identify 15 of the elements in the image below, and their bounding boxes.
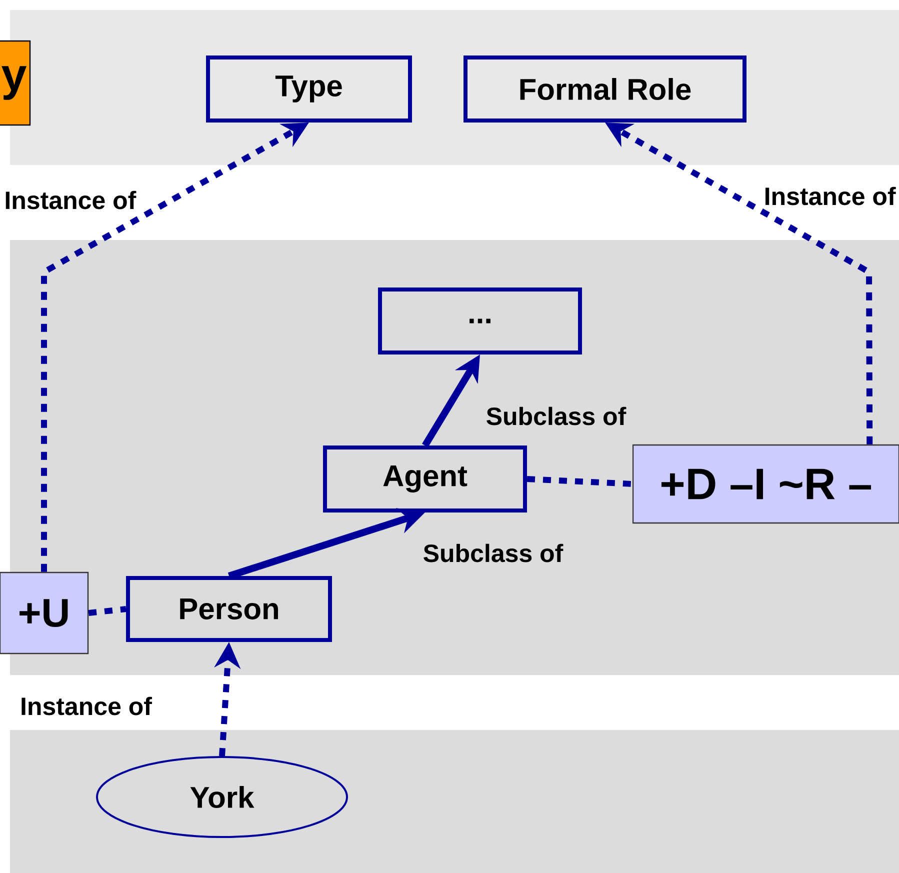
- edge-label: Instance of: [22, 696, 152, 716]
- concept-box: Agent: [323, 446, 527, 512]
- concept-box: ...: [378, 288, 582, 354]
- property-box: +U: [0, 572, 89, 654]
- edge-label: Subclass of: [486, 406, 626, 426]
- connector-line: [88, 606, 126, 616]
- concept-box: Type: [206, 56, 412, 122]
- title-tag: y: [0, 40, 31, 126]
- edge-label: Instance of: [766, 186, 896, 206]
- connector-line: [526, 476, 633, 487]
- concept-box: Formal Role: [464, 56, 746, 122]
- edge-label: Subclass of: [424, 544, 564, 562]
- property-box: +D –I ~R –: [632, 444, 899, 524]
- edge-label: Instance of: [6, 190, 136, 210]
- concept-box: Person: [126, 576, 332, 642]
